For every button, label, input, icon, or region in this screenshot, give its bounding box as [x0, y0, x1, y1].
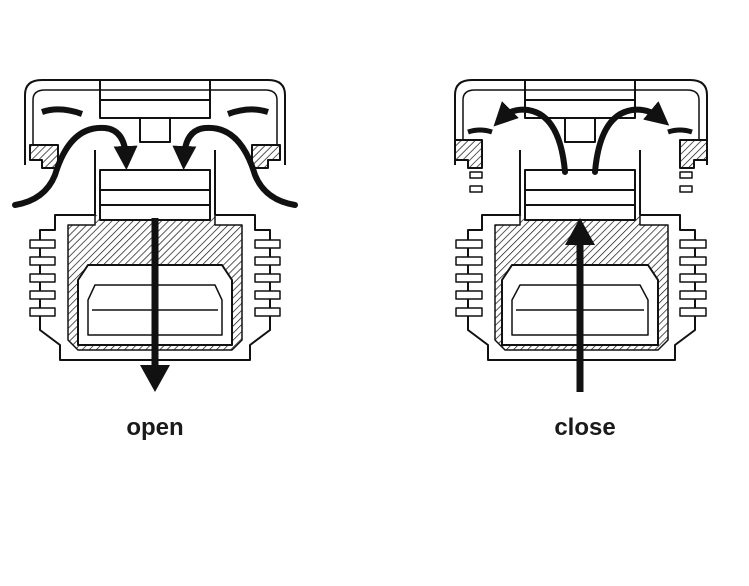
- close-flow-arrow-right: [592, 101, 670, 175]
- valve-ribs-right: [254, 239, 281, 317]
- valve-open-illustration: [24, 79, 286, 361]
- close-flow-arrow-left: [493, 101, 568, 175]
- open-flow-arrows: [12, 124, 298, 208]
- open-down-arrow: [140, 218, 170, 392]
- open-flow-arrow-left: [12, 124, 138, 208]
- valve-ribs-upper: [469, 171, 693, 193]
- open-flow-arrow-right: [172, 124, 298, 208]
- hatched-collar-left: [29, 144, 59, 169]
- hatched-collar-right: [679, 139, 708, 169]
- valve-ribs-left: [455, 239, 483, 317]
- close-up-arrow: [565, 218, 595, 392]
- valve-ribs-left: [29, 239, 56, 317]
- valve-ribs-right: [679, 239, 707, 317]
- hatched-collar-left: [454, 139, 483, 169]
- close-caption: close: [554, 414, 616, 441]
- open-caption: open: [126, 414, 184, 441]
- close-flow-arrows: [493, 101, 670, 175]
